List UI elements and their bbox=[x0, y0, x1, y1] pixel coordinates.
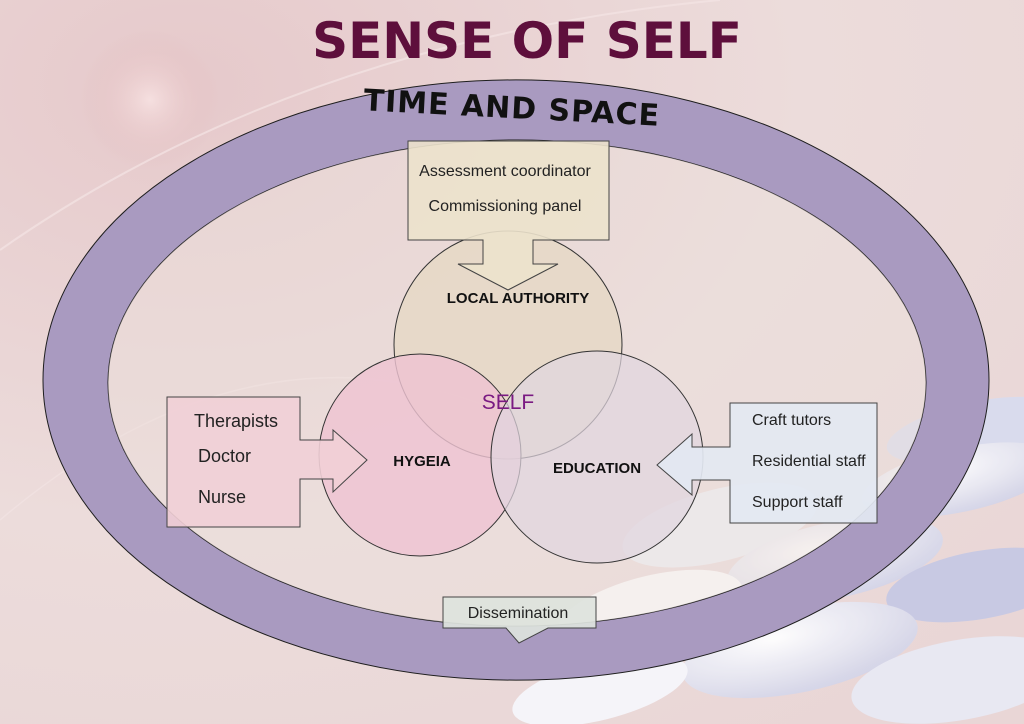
callout-top bbox=[407, 140, 610, 291]
dissemination-label: Dissemination bbox=[468, 605, 568, 622]
hygeia-label: HYGEIA bbox=[393, 453, 451, 470]
page-title: SENSE OF SELF bbox=[312, 12, 742, 70]
education-label: EDUCATION bbox=[553, 460, 641, 477]
callout-top-item: Commissioning panel bbox=[429, 198, 582, 215]
arc-decoration bbox=[0, 0, 721, 251]
callout-top-item: Assessment coordinator bbox=[419, 163, 591, 180]
self-label: SELF bbox=[482, 391, 535, 414]
callout-right-item: Craft tutors bbox=[752, 412, 831, 429]
lens-flare-decoration bbox=[80, 30, 220, 170]
callout-left-item: Nurse bbox=[198, 487, 246, 507]
local-authority-label: LOCAL AUTHORITY bbox=[447, 290, 590, 307]
callout-right-item: Residential staff bbox=[752, 453, 866, 470]
callout-right-item: Support staff bbox=[752, 494, 843, 511]
callout-bottom bbox=[442, 596, 597, 644]
callout-right bbox=[656, 402, 878, 524]
callout-left-item: Therapists bbox=[194, 411, 278, 431]
callout-left bbox=[166, 396, 368, 528]
time-space-ring bbox=[42, 79, 990, 681]
callout-left-item: Doctor bbox=[198, 446, 251, 466]
